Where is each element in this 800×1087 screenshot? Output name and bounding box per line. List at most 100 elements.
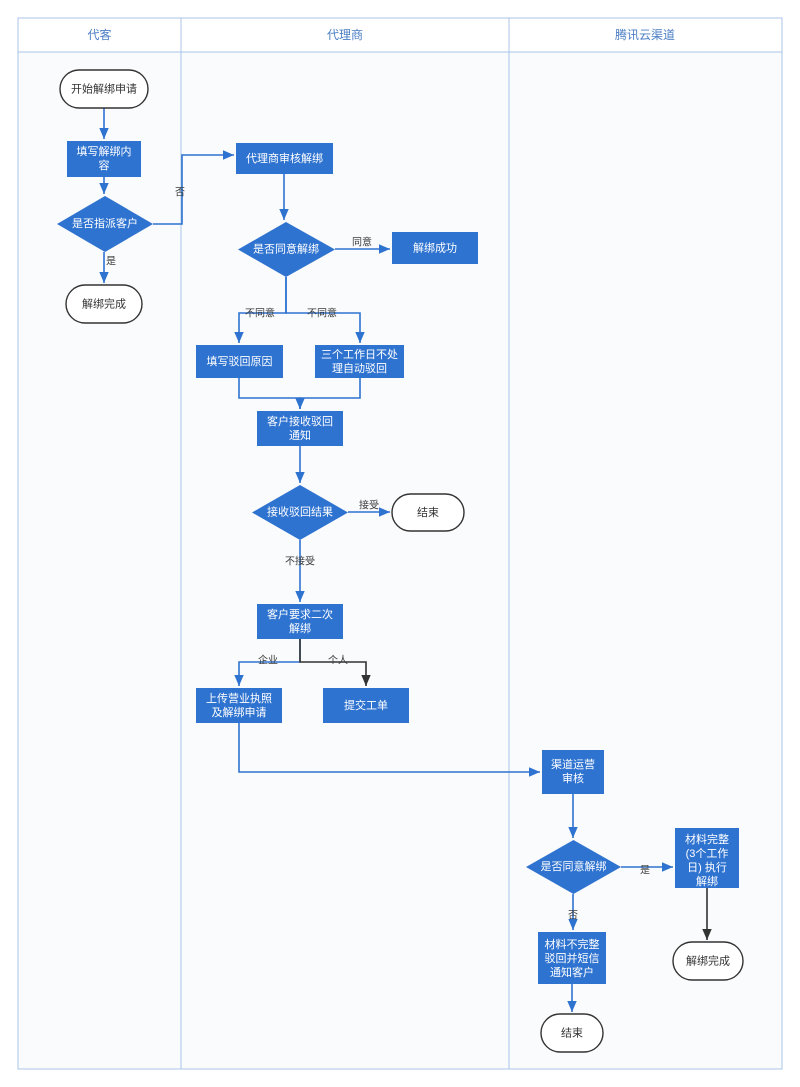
- node-channel-review-shape[interactable]: [542, 750, 604, 794]
- edge-label-agree2-no: 否: [568, 910, 578, 922]
- node-end-tencent-shape[interactable]: [540, 1013, 604, 1053]
- node-unbind-done-right-shape[interactable]: [672, 941, 744, 981]
- edge-label-result-accept: 接受: [359, 499, 379, 512]
- node-upload-license-label-line1: 上传营业执照: [206, 691, 272, 705]
- node-channel-review-label-line1: 渠道运营: [551, 757, 595, 771]
- lane-body-tencent: [508, 51, 783, 1070]
- node-material-complete-label-line2: (3个工作: [686, 847, 729, 860]
- node-submit-ticket-label: 提交工单: [344, 698, 388, 712]
- node-agent-review-shape[interactable]: [236, 143, 333, 174]
- node-unbind-done-left-shape[interactable]: [65, 284, 143, 324]
- swimlanes: 代客 代理商 腾讯云渠道: [17, 17, 783, 1070]
- node-material-complete-label-line4: 解绑: [696, 874, 718, 888]
- edge-agree-no-right: [285, 277, 365, 343]
- edge-label-enterprise: 企业: [258, 654, 278, 667]
- node-material-complete-label-line3: 日) 执行: [687, 860, 727, 874]
- node-receive-result-label: 接收驳回结果: [267, 504, 333, 518]
- node-agree-unbind-shape[interactable]: [238, 222, 335, 277]
- node-upload-license[interactable]: 上传营业执照 及解绑申请: [196, 688, 282, 723]
- node-agent-review[interactable]: 代理商审核解绑: [236, 143, 333, 174]
- lane-title-customer: 代客: [87, 27, 111, 42]
- edge-label-assign-no: 否: [175, 187, 185, 199]
- node-unbind-done-right-label: 解绑完成: [686, 953, 730, 967]
- node-end-tencent[interactable]: 结束: [540, 1013, 604, 1053]
- node-auto-reject-shape[interactable]: [315, 345, 404, 378]
- edges: 是 否 同意 不同意 不同意 接受 不接: [99, 108, 712, 1012]
- node-fill-content-label-line2: 容: [99, 158, 110, 172]
- edge-label-result-reject: 不接受: [285, 555, 315, 568]
- nodes: 开始解绑申请 填写解绑内 容 是否指派客户 解绑完成 代理商审核解绑: [57, 69, 744, 1053]
- node-fill-content-shape[interactable]: [67, 141, 141, 177]
- node-second-unbind-shape[interactable]: [257, 604, 343, 639]
- node-second-unbind[interactable]: 客户要求二次 解绑: [257, 604, 343, 639]
- node-agree-unbind-2[interactable]: 是否同意解绑: [526, 840, 621, 894]
- node-agree-unbind-2-label: 是否同意解绑: [541, 859, 607, 873]
- edge-label-assign-yes: 是: [106, 256, 116, 268]
- node-fill-content-label-line1: 填写解绑内: [77, 144, 132, 158]
- node-fill-reject-reason-label: 填写驳回原因: [207, 354, 273, 368]
- node-customer-receive-label-line2: 通知: [289, 428, 311, 442]
- node-customer-receive-label-line1: 客户接收驳回: [267, 414, 333, 428]
- node-receive-result-shape[interactable]: [252, 485, 348, 540]
- lane-header-tencent: [508, 17, 783, 53]
- node-assign-customer[interactable]: 是否指派客户: [57, 196, 153, 252]
- node-channel-review[interactable]: 渠道运营 审核: [542, 750, 604, 794]
- lane-header-agent: [180, 17, 510, 53]
- lane-header-customer: [17, 17, 182, 53]
- lane-title-tencent: 腾讯云渠道: [615, 27, 675, 42]
- node-second-unbind-label-line2: 解绑: [289, 621, 311, 635]
- node-assign-customer-shape[interactable]: [57, 196, 153, 252]
- node-start-label: 开始解绑申请: [71, 81, 137, 95]
- edge-label-agree-no-left: 不同意: [245, 307, 275, 320]
- node-fill-reject-reason-shape[interactable]: [196, 345, 283, 378]
- node-material-incomplete-label-line3: 通知客户: [550, 965, 594, 979]
- node-material-incomplete[interactable]: 材料不完整 驳回并短信 通知客户: [538, 932, 606, 984]
- node-start[interactable]: 开始解绑申请: [59, 69, 149, 109]
- node-material-incomplete-shape[interactable]: [538, 932, 606, 984]
- edge-label-personal: 个人: [328, 655, 348, 667]
- node-receive-result[interactable]: 接收驳回结果: [252, 485, 348, 540]
- node-end-tencent-label: 结束: [561, 1026, 583, 1039]
- node-material-complete[interactable]: 材料完整 (3个工作 日) 执行 解绑: [675, 828, 739, 888]
- node-material-incomplete-label-line2: 驳回并短信: [545, 951, 600, 965]
- node-auto-reject[interactable]: 三个工作日不处 理自动驳回: [315, 345, 404, 378]
- node-end-agent-shape[interactable]: [391, 493, 465, 532]
- node-agree-unbind-label: 是否同意解绑: [253, 241, 319, 255]
- node-unbind-done-right[interactable]: 解绑完成: [672, 941, 744, 981]
- edge-label-agree-yes: 同意: [352, 236, 372, 249]
- node-submit-ticket-shape[interactable]: [323, 688, 409, 723]
- node-upload-license-label-line2: 及解绑申请: [212, 705, 267, 719]
- node-material-incomplete-label-line1: 材料不完整: [545, 937, 600, 951]
- node-upload-license-shape[interactable]: [196, 688, 282, 723]
- node-channel-review-label-line2: 审核: [562, 771, 584, 785]
- edge-autoreject-to-notice: [295, 378, 361, 409]
- edge-second-personal: [299, 639, 371, 686]
- node-agree-unbind[interactable]: 是否同意解绑: [238, 222, 335, 277]
- node-end-agent-label: 结束: [417, 506, 439, 519]
- node-end-agent[interactable]: 结束: [391, 493, 465, 532]
- node-start-shape[interactable]: [59, 69, 149, 109]
- node-fill-content[interactable]: 填写解绑内 容: [67, 141, 141, 177]
- node-auto-reject-label-line1: 三个工作日不处: [321, 348, 398, 361]
- node-unbind-done-left[interactable]: 解绑完成: [65, 284, 143, 324]
- node-material-complete-shape[interactable]: [675, 828, 739, 888]
- edge-label-agree-no-right: 不同意: [307, 307, 337, 320]
- node-unbind-success-shape[interactable]: [392, 232, 478, 264]
- node-submit-ticket[interactable]: 提交工单: [323, 688, 409, 723]
- node-unbind-done-left-label: 解绑完成: [82, 296, 126, 310]
- edge-upload-to-channel: [238, 723, 540, 777]
- edge-assign-no: [153, 150, 234, 225]
- node-customer-receive[interactable]: 客户接收驳回 通知: [257, 411, 343, 446]
- node-material-complete-label-line1: 材料完整: [685, 832, 729, 846]
- node-second-unbind-label-line1: 客户要求二次: [267, 607, 333, 621]
- edge-label-agree2-yes: 是: [640, 865, 650, 877]
- node-assign-customer-label: 是否指派客户: [72, 216, 138, 230]
- node-customer-receive-shape[interactable]: [257, 411, 343, 446]
- node-fill-reject-reason[interactable]: 填写驳回原因: [196, 345, 283, 378]
- node-unbind-success[interactable]: 解绑成功: [392, 232, 478, 264]
- node-unbind-success-label: 解绑成功: [413, 240, 457, 254]
- node-agree-unbind-2-shape[interactable]: [526, 840, 621, 894]
- node-agent-review-label: 代理商审核解绑: [246, 151, 323, 165]
